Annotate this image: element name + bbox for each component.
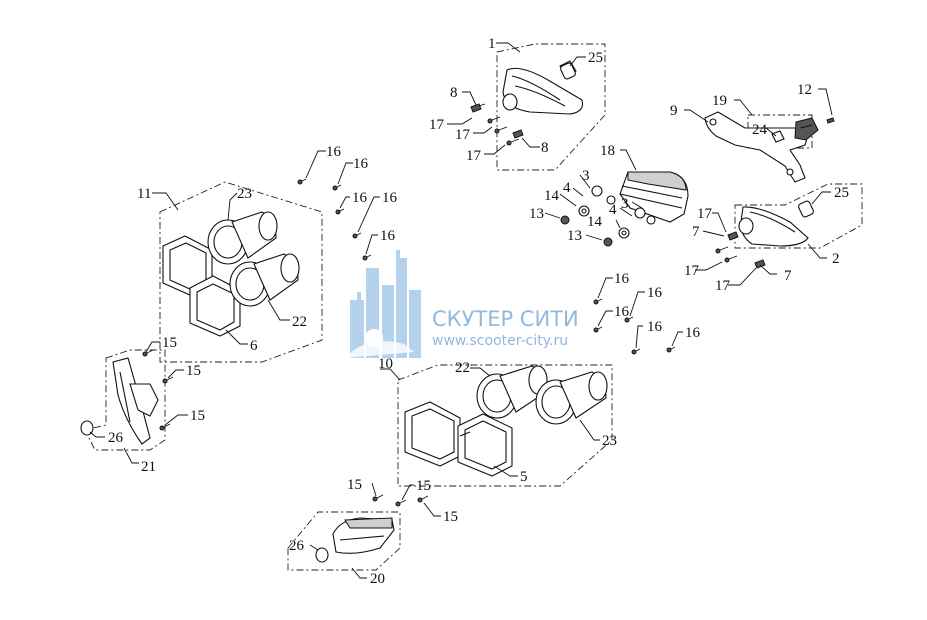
- group-10-screws: [593, 298, 676, 355]
- group-2-screws: [715, 231, 766, 269]
- callout-3: 3: [582, 168, 590, 184]
- callout-5: 5: [520, 469, 528, 485]
- callout-19: 19: [712, 93, 727, 109]
- callout-16: 16: [382, 190, 398, 206]
- group-11-headlight-upper: [159, 181, 323, 363]
- callout-16: 16: [647, 319, 663, 335]
- callout-11: 11: [137, 186, 151, 202]
- callout-26: 26: [289, 538, 305, 554]
- callout-14: 14: [544, 188, 560, 204]
- callout-16: 16: [685, 325, 701, 341]
- callout-7: 7: [784, 268, 792, 284]
- callout-23: 23: [237, 186, 252, 202]
- group-2-rear-marker: [734, 183, 863, 249]
- callout-12: 12: [797, 82, 812, 98]
- group-18-fasteners: [560, 185, 656, 247]
- callout-6: 6: [250, 338, 258, 354]
- callout-22: 22: [455, 360, 470, 376]
- callout-labels: 1 25 8 17 17 17 8 9 19 12 24 18 3 4 14 1…: [108, 36, 849, 587]
- callout-10: 10: [378, 356, 393, 372]
- callout-17: 17: [429, 117, 445, 133]
- callout-14: 14: [587, 214, 603, 230]
- callout-1: 1: [488, 36, 496, 52]
- callout-3: 3: [621, 196, 629, 212]
- callout-20: 20: [370, 571, 385, 587]
- callout-16: 16: [352, 190, 368, 206]
- group-11-screws: [297, 178, 372, 261]
- group-21-left-indicator: [80, 349, 166, 451]
- callout-2: 2: [832, 251, 840, 267]
- callout-15: 15: [416, 478, 431, 494]
- callout-15: 15: [443, 509, 458, 525]
- callout-13: 13: [567, 228, 582, 244]
- group-1-screws: [470, 103, 524, 146]
- callout-17: 17: [697, 206, 713, 222]
- callout-4: 4: [563, 180, 571, 196]
- group-19-bracket: [704, 111, 835, 183]
- leader-lines: [89, 42, 833, 579]
- callout-24: 24: [752, 122, 768, 138]
- callout-4: 4: [609, 202, 617, 218]
- callout-17: 17: [715, 278, 731, 294]
- group-20-screws: [372, 494, 429, 507]
- callout-15: 15: [162, 335, 177, 351]
- callout-18: 18: [600, 143, 615, 159]
- callout-8: 8: [541, 140, 549, 156]
- callout-21: 21: [141, 459, 156, 475]
- callout-15: 15: [190, 408, 205, 424]
- callout-15: 15: [347, 477, 362, 493]
- callout-8: 8: [450, 85, 458, 101]
- group-21-screws: [142, 349, 174, 431]
- group-20-right-indicator: [287, 511, 401, 571]
- watermark-logo: [344, 250, 421, 358]
- callout-9: 9: [670, 103, 678, 119]
- callout-16: 16: [614, 304, 630, 320]
- callout-16: 16: [647, 285, 663, 301]
- callout-16: 16: [353, 156, 369, 172]
- callout-25: 25: [834, 185, 849, 201]
- callout-16: 16: [380, 228, 396, 244]
- callout-13: 13: [529, 206, 544, 222]
- callout-22: 22: [292, 314, 307, 330]
- group-1-front-marker: [496, 43, 606, 171]
- callout-17: 17: [466, 148, 482, 164]
- callout-16: 16: [326, 144, 342, 160]
- callout-17: 17: [684, 263, 700, 279]
- callout-26: 26: [108, 430, 124, 446]
- callout-23: 23: [602, 433, 617, 449]
- callout-7: 7: [692, 224, 700, 240]
- watermark-brand: СКУТЕР СИТИ: [432, 307, 579, 331]
- callout-25: 25: [588, 50, 603, 66]
- group-10-headlight-lower: [397, 364, 613, 487]
- callout-15: 15: [186, 363, 201, 379]
- callout-16: 16: [614, 271, 630, 287]
- callout-17: 17: [455, 127, 471, 143]
- watermark-url: www.scooter-city.ru: [432, 333, 568, 349]
